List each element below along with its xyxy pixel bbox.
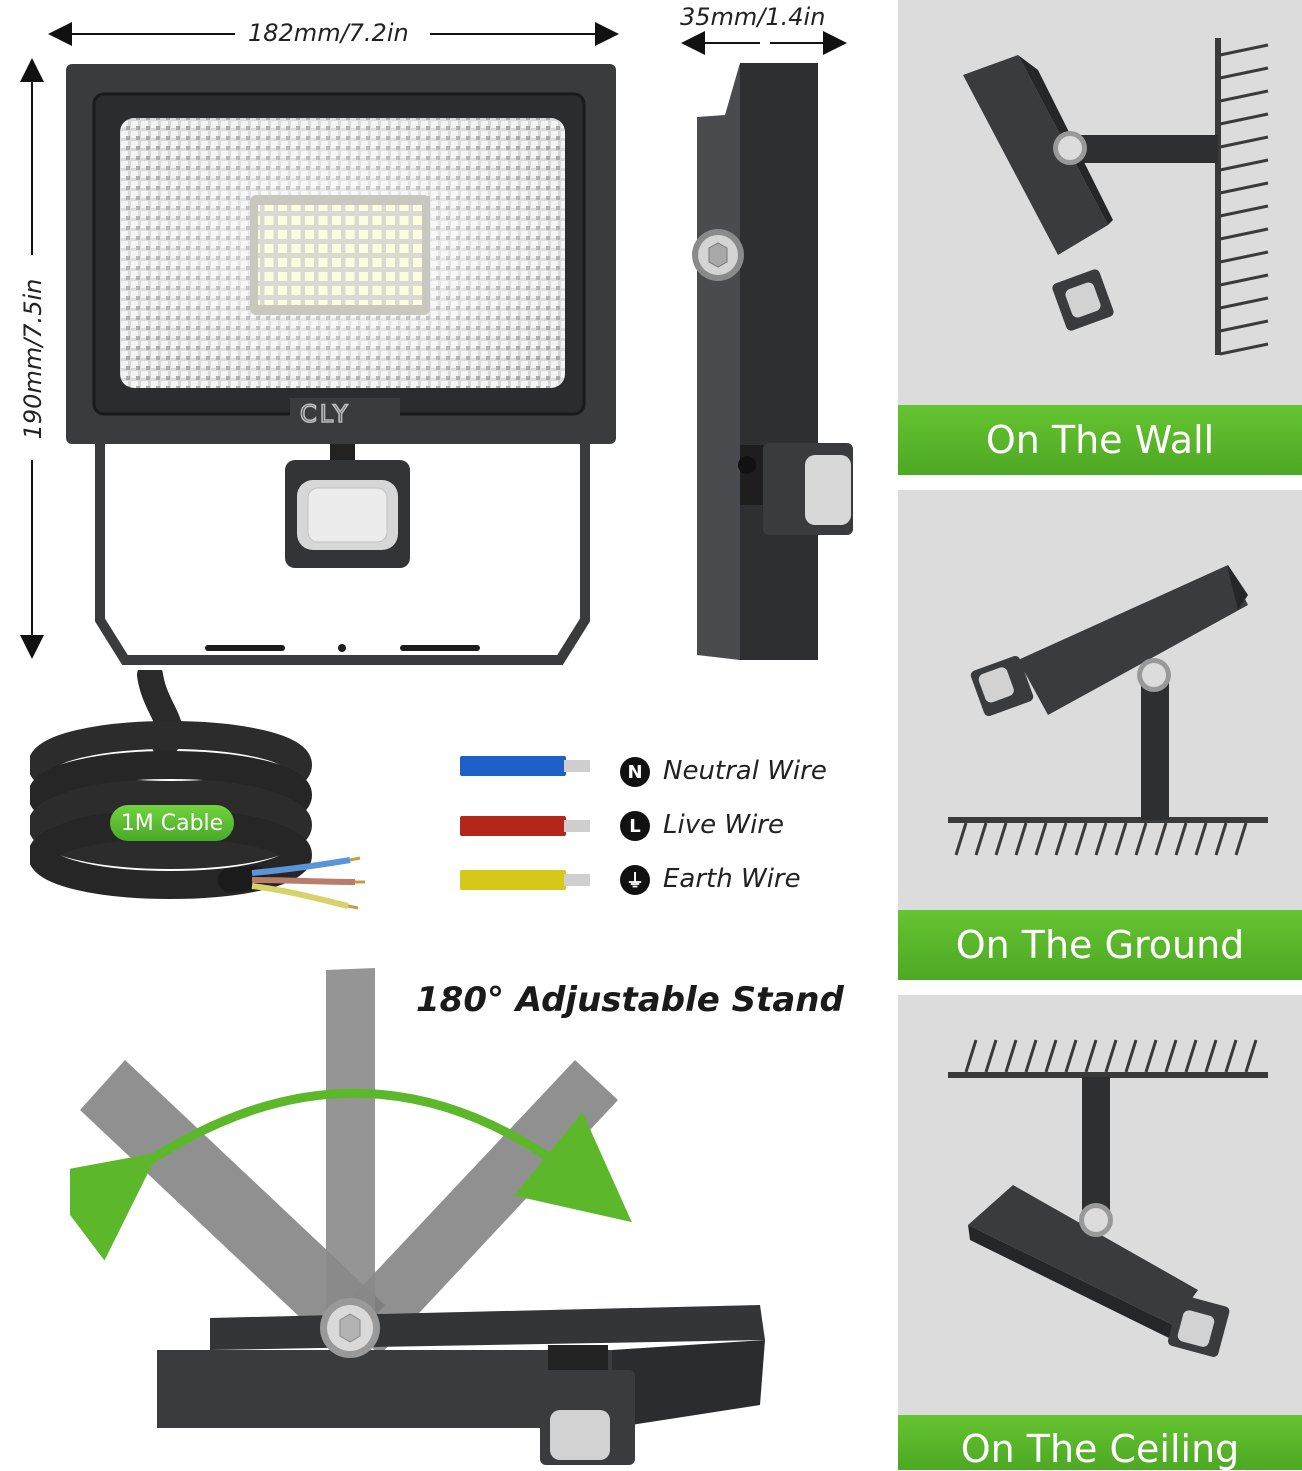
earth-wire-swatch	[460, 870, 566, 890]
floodlight-side-view	[692, 63, 853, 660]
height-dimension-label: 190mm/7.5in	[19, 278, 47, 440]
live-wire-swatch	[460, 816, 566, 836]
width-dimension-label: 182mm/7.2in	[248, 19, 409, 47]
ground-mount-label: On The Ground	[898, 910, 1302, 980]
cable-coil	[30, 670, 365, 910]
adjustable-stand-title: 180° Adjustable Stand	[416, 980, 844, 1020]
ground-mount-panel	[898, 490, 1302, 910]
floodlight-front-view: CLY	[66, 64, 616, 665]
ceiling-mount-label: On The Ceiling	[898, 1415, 1302, 1471]
adjustable-stand-illustration	[70, 968, 765, 1465]
live-symbol-icon: L	[620, 811, 650, 841]
neutral-wire-label: Neutral Wire	[663, 756, 827, 786]
ceiling-mount-panel	[898, 995, 1302, 1415]
earth-symbol-icon: ⏚	[620, 865, 650, 895]
earth-wire-label: Earth Wire	[663, 864, 801, 894]
cable-length-badge: 1M Cable	[110, 805, 234, 841]
wall-mount-panel	[898, 0, 1302, 405]
neutral-symbol-icon: N	[620, 757, 650, 787]
dimension-arrows	[20, 22, 847, 659]
depth-dimension-label: 35mm/1.4in	[680, 3, 826, 31]
wall-mount-label: On The Wall	[898, 405, 1302, 475]
brand-logo: CLY	[300, 400, 351, 428]
live-wire-label: Live Wire	[663, 810, 784, 840]
neutral-wire-swatch	[460, 756, 566, 776]
